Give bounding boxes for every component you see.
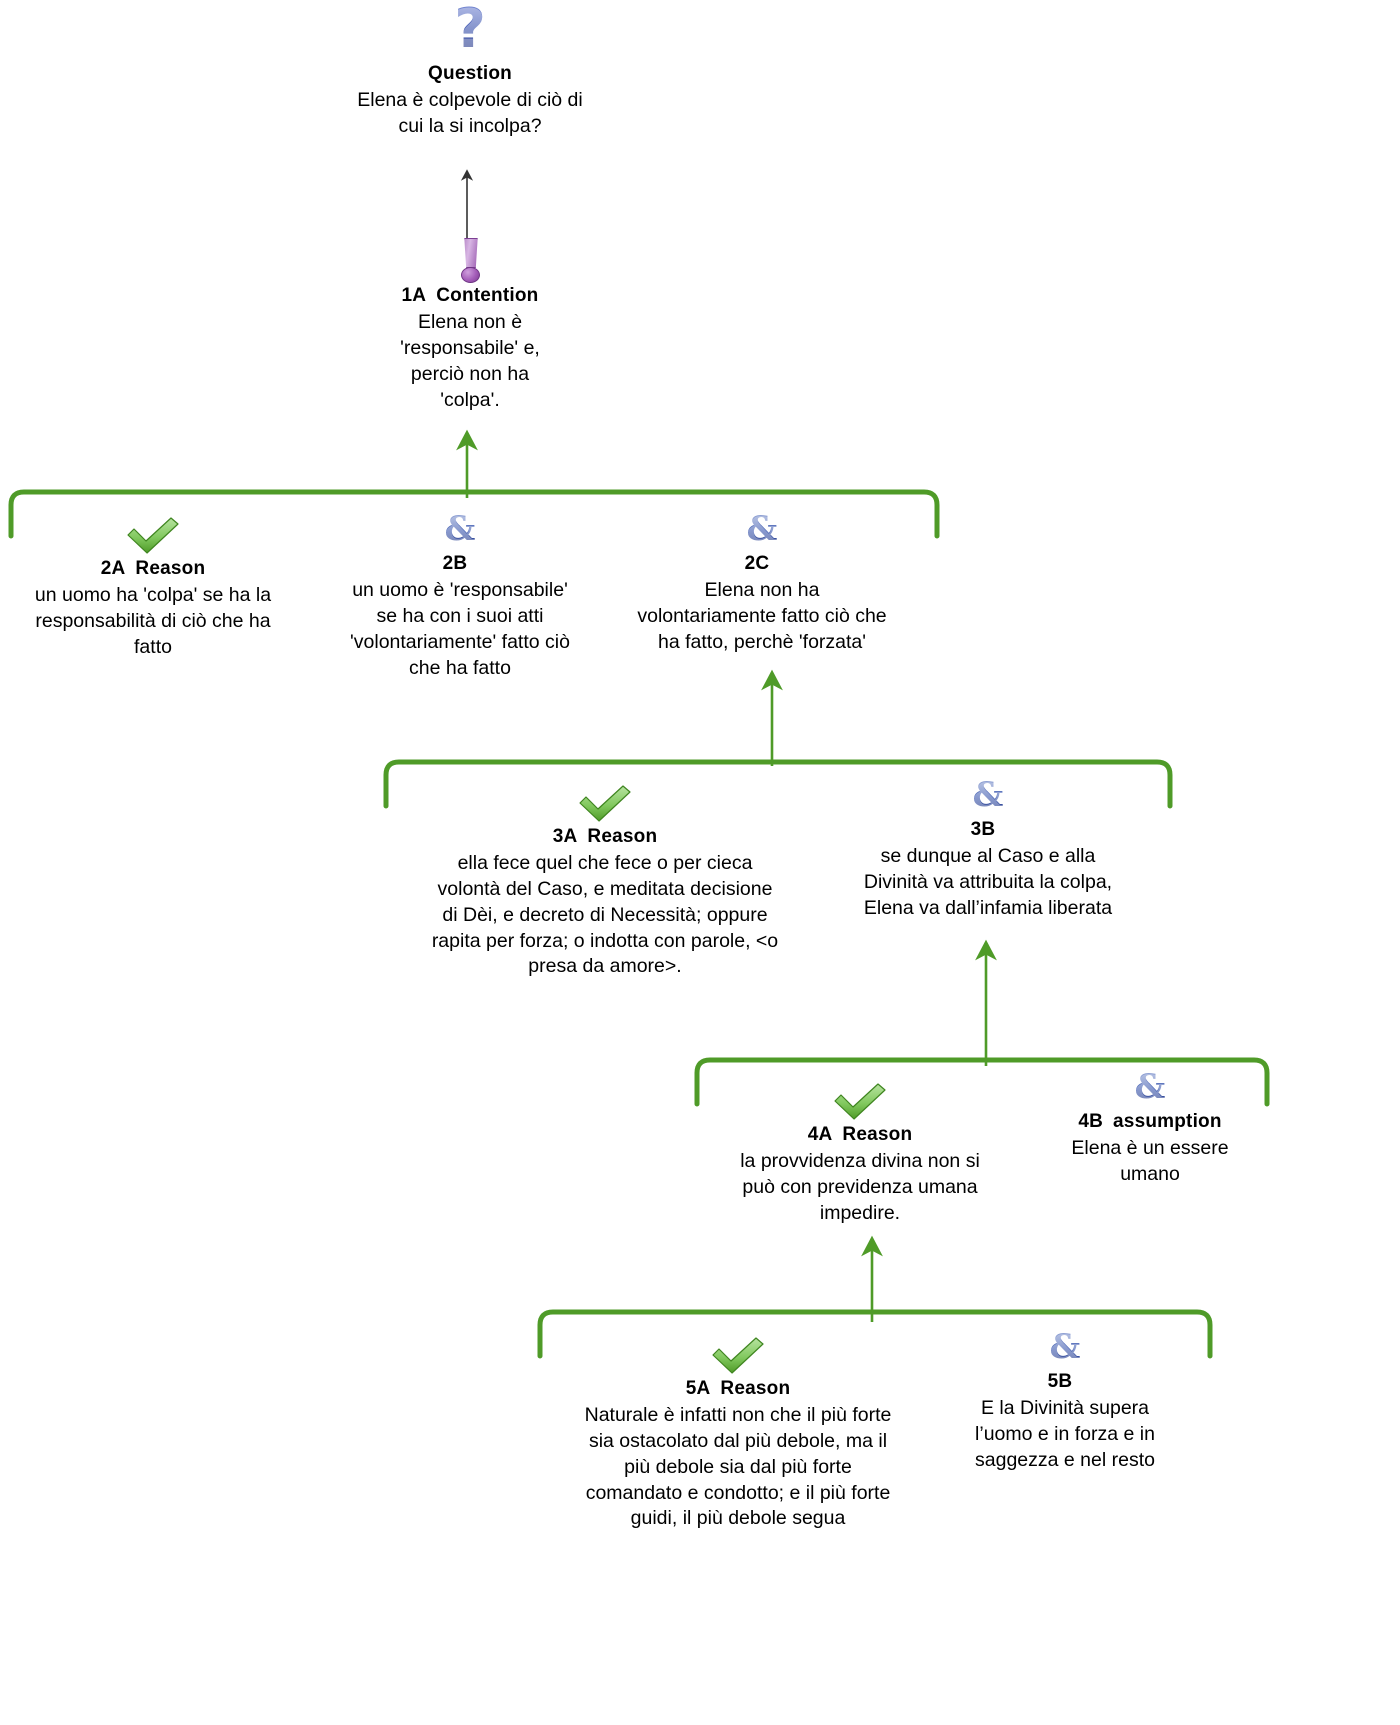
rail-level3 [383,759,1173,809]
node-2A-id: 2A [100,558,126,579]
node-2B[interactable]: & 2B un uomo è 'responsabile' se ha con … [325,512,595,681]
node-3B-id: 3B [970,819,996,840]
node-4A-text: la provvidenza divina non si può con pre… [740,1149,980,1224]
node-1A[interactable]: 1A Contention Elena non è 'responsabile' … [345,238,595,413]
node-3A-type: Reason [587,826,658,847]
node-5A[interactable]: 5A Reason Naturale è infatti non che il p… [548,1336,928,1532]
arrow-contention-to-question [460,169,474,238]
ampersand-icon: & [828,778,1148,816]
node-2B-header: 2B [325,552,595,576]
exclamation-mark-icon [459,238,481,283]
arrow-level2-to-contention [456,429,478,498]
node-3A[interactable]: 3A Reason ella fece quel che fece o per c… [395,784,815,980]
node-5A-text: Naturale è infatti non che il più forte … [584,1403,892,1530]
rail-level5 [537,1309,1213,1359]
node-2A-header: 2A Reason [8,557,298,581]
node-4A-id: 4A [807,1124,833,1145]
question-mark-icon: ? [335,2,605,60]
ampersand-icon: & [325,512,595,550]
node-question-type: Question [428,63,512,84]
node-5A-type: Reason [720,1378,791,1399]
green-check-icon [127,517,179,554]
node-5B[interactable]: & 5B E la Divinità supera l’uomo e in fo… [940,1330,1190,1474]
green-check-icon [834,1083,886,1120]
node-2C-id: 2C [744,553,770,574]
node-2A-text: un uomo ha 'colpa' se ha la responsabili… [34,583,272,658]
node-question-text: Elena è colpevole di ciò di cui la si in… [357,88,583,137]
node-question-header: Question [335,62,605,86]
rail-level2 [8,489,940,539]
node-2C-header: 2C [612,552,912,576]
node-1A-text: Elena non è 'responsabile' e, perciò non… [400,310,540,411]
ampersand-icon: & [940,1330,1190,1368]
node-2B-id: 2B [442,553,468,574]
rail-level4 [694,1057,1270,1107]
node-5A-id: 5A [685,1378,711,1399]
green-check-icon [712,1337,764,1374]
node-3B-text: se dunque al Caso e alla Divinità va att… [863,844,1113,919]
node-4B-text: Elena è un essere umano [1071,1136,1229,1185]
node-5B-id: 5B [1047,1371,1073,1392]
node-3A-header: 3A Reason [395,825,815,849]
node-4B-type: assumption [1113,1111,1222,1132]
ampersand-icon: & [612,512,912,550]
node-4A[interactable]: 4A Reason la provvidenza divina non si pu… [710,1082,1010,1227]
node-4A-type: Reason [842,1124,913,1145]
node-2C-text: Elena non ha volontariamente fatto ciò c… [637,578,887,653]
node-2A-type: Reason [135,558,206,579]
node-5A-header: 5A Reason [548,1377,928,1401]
node-3A-id: 3A [552,826,578,847]
node-2B-text: un uomo è 'responsabile' se ha con i suo… [350,578,570,679]
node-3B[interactable]: & 3B se dunque al Caso e alla Divinità v… [828,778,1148,922]
node-4B-header: 4B assumption [1030,1110,1270,1134]
node-3B-header: 3B [828,818,1148,842]
node-5B-header: 5B [940,1370,1190,1394]
node-4B[interactable]: & 4B assumption Elena è un essere umano [1030,1070,1270,1188]
arrow-level4-to-3B [975,939,997,1066]
arrow-level5-to-4A [861,1235,883,1322]
node-5B-text: E la Divinità supera l’uomo e in forza e… [975,1396,1155,1471]
node-1A-header: 1A Contention [345,284,595,308]
green-check-icon [579,785,631,822]
node-2C[interactable]: & 2C Elena non ha volontariamente fatto … [612,512,912,656]
node-1A-type: Contention [436,285,539,306]
ampersand-icon: & [1030,1070,1270,1108]
node-1A-id: 1A [401,285,427,306]
node-4B-id: 4B [1078,1111,1104,1132]
node-question[interactable]: ? Question Elena è colpevole di ciò di c… [335,2,605,140]
node-3A-text: ella fece quel che fece o per cieca volo… [431,851,779,978]
arrow-level3-to-2C [761,669,783,766]
node-2A[interactable]: 2A Reason un uomo ha 'colpa' se ha la res… [8,516,298,661]
node-4A-header: 4A Reason [710,1123,1010,1147]
